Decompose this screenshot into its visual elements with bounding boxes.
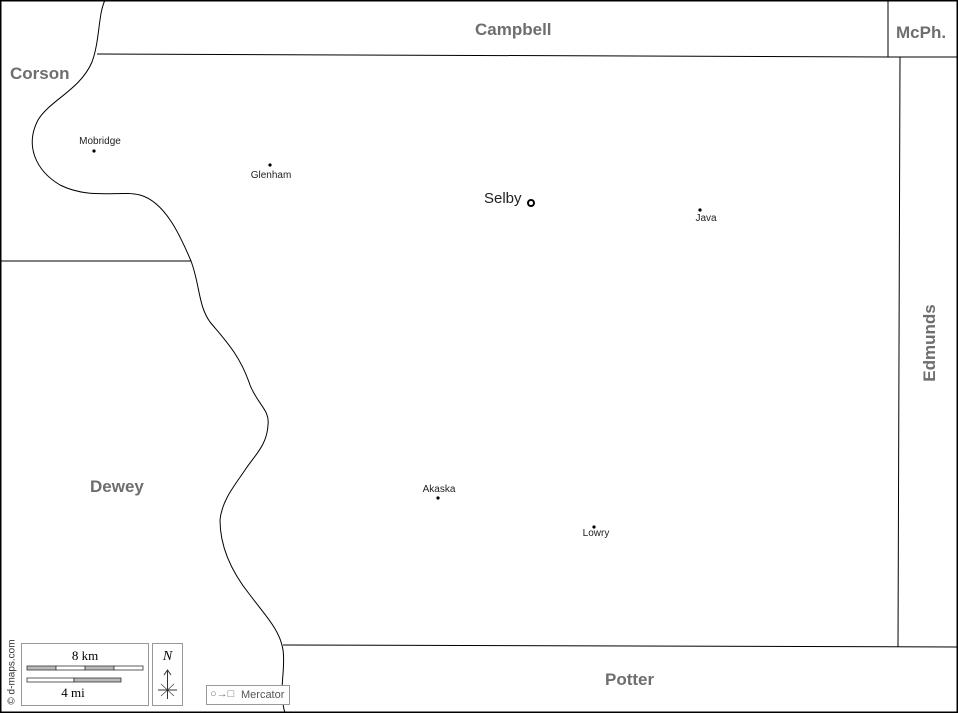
edmunds-boundary [897, 56, 901, 648]
missouri-river [31, 0, 286, 713]
region-campbell: Campbell [475, 20, 552, 39]
mobridge-dot [92, 149, 96, 153]
town-java: Java [695, 213, 717, 224]
scale-km-label: 8 km [71, 648, 99, 663]
scale-mi-label: 4 mi [61, 685, 85, 700]
credit: © d-maps.com [6, 639, 18, 705]
town-selby: Selby [484, 190, 522, 207]
region-corson: Corson [10, 64, 70, 83]
town-lowry: Lowry [582, 528, 610, 539]
region-mcpherson: McPh. [896, 23, 947, 42]
glenham-dot [268, 163, 272, 167]
region-edmunds: Edmunds [920, 304, 939, 382]
projection-legend: ○→□ Mercator [206, 685, 290, 705]
lowry-dot [592, 525, 596, 529]
compass: N [152, 643, 183, 706]
town-mobridge: Mobridge [79, 136, 121, 147]
java-dot [698, 208, 702, 212]
projection-label: Mercator [241, 689, 285, 701]
town-akaska: Akaska [422, 484, 456, 495]
akaska-dot [436, 496, 440, 500]
potter-boundary [282, 644, 958, 648]
north-label: N [162, 649, 173, 664]
compass-rose-icon [158, 669, 177, 699]
region-dewey: Dewey [90, 477, 144, 496]
town-glenham: Glenham [250, 170, 292, 181]
scale-bar: 8 km 4 mi [21, 643, 149, 706]
region-potter: Potter [605, 670, 655, 689]
selby-marker [527, 199, 535, 207]
scale-bars [26, 665, 144, 683]
projection-symbol: ○→□ [210, 688, 235, 700]
campbell-boundary [96, 53, 958, 58]
